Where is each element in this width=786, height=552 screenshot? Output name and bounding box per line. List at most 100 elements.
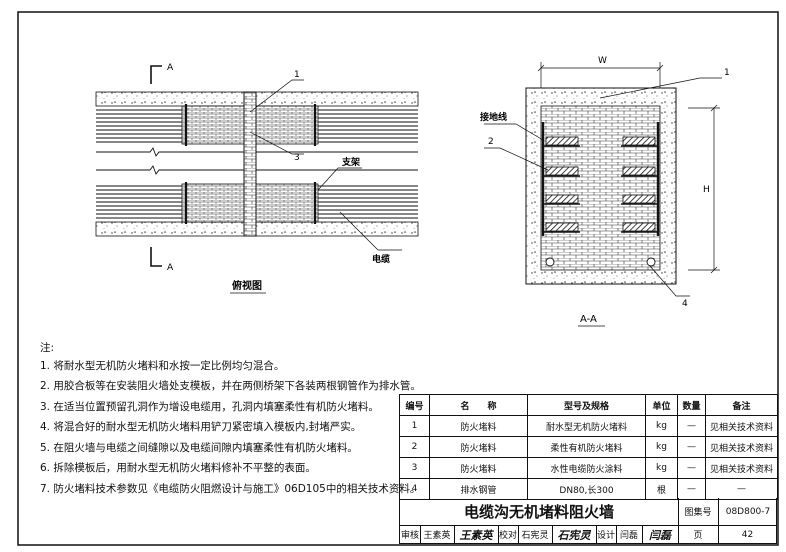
note-item-7: 7. 防火堵料技术参数见《电缆防火阻燃设计与施工》06D105中的相关技术资料。	[40, 483, 421, 496]
bom-cell-no: 3	[399, 457, 430, 479]
check-name: 石宪灵	[518, 526, 553, 543]
bom-header-qty: 数量	[677, 394, 706, 416]
sheet-border	[17, 11, 779, 546]
plan-view: A A	[95, 63, 419, 294]
bom-header-remark: 备注	[705, 394, 778, 416]
section-label-ground-wire: 接地线	[480, 111, 507, 123]
plan-callout-1: 1	[294, 70, 300, 80]
section-callout-4: 4	[682, 299, 688, 309]
bracket-posts	[184, 104, 317, 224]
bom-table: 编号 名 称 型号及规格 单位 数量 备注 1 防火堵料 耐水型无机防火堵料 k…	[399, 394, 778, 500]
drain-pipe-right	[646, 257, 656, 267]
bom-header-unit: 单位	[645, 394, 678, 416]
review-label: 审核	[400, 526, 421, 543]
title-block-row-main: 电缆沟无机堵料阻火墙 图集号 08D800-7	[399, 498, 777, 526]
section-view-title: A-A	[580, 314, 597, 325]
bom-cell-unit: kg	[645, 415, 678, 437]
note-item-5: 5. 在阻火墙与电缆之间缝隙以及电缆间隙内填塞柔性有机防火堵料。	[40, 441, 358, 454]
bom-cell-remark: 见相关技术资料	[705, 415, 778, 437]
bom-header-no: 编号	[399, 394, 430, 416]
design-name: 闫磊	[616, 526, 643, 543]
plan-view-title: 俯视图	[232, 279, 262, 292]
atlas-number: 08D800-7	[725, 506, 771, 517]
bom-cell-spec: 水性电缆防火涂料	[527, 457, 646, 479]
drawing-title: 电缆沟无机堵料阻火墙	[400, 498, 679, 525]
firestop-block-lower-left	[181, 183, 245, 223]
bom-cell-spec: DN80,长300	[527, 478, 646, 500]
section-leaders	[484, 77, 722, 297]
review-signature: 王素英	[454, 526, 499, 543]
bom-header-name: 名 称	[429, 394, 528, 416]
dimension-w-label: W	[598, 56, 607, 66]
trench-wall-lower	[95, 221, 419, 237]
section-marker-bottom-label: A	[167, 263, 174, 273]
page-number: 42	[741, 529, 754, 540]
title-block-row-signatures: 审核 王素英 王素英 校对 石宪灵 石宪灵 设计 闫磊 闫磊 页 42	[399, 526, 777, 544]
check-signature: 石宪灵	[552, 526, 597, 543]
bracket-right	[621, 122, 660, 236]
section-callout-2: 2	[488, 137, 494, 147]
bracket-left	[541, 122, 580, 236]
bom-cell-name: 防火堵料	[429, 457, 528, 479]
firestop-block-lower-right	[255, 183, 319, 223]
section-callout-1: 1	[724, 68, 730, 78]
bom-header-spec: 型号及规格	[527, 394, 646, 416]
firestop-block-upper-left	[181, 105, 245, 145]
bom-cell-remark: —	[705, 478, 778, 500]
bom-cell-name: 排水钢管	[429, 478, 528, 500]
bom-cell-qty: —	[677, 457, 706, 479]
bom-cell-remark: 见相关技术资料	[705, 457, 778, 479]
firestop-block-upper-right	[255, 105, 319, 145]
fire-wall-core	[243, 91, 257, 237]
bom-cell-qty: —	[677, 436, 706, 458]
section-marker-bottom	[150, 247, 162, 267]
note-item-4: 4. 将混合好的耐水型无机防火堵料用铲刀紧密填入模板内,封堵严实。	[40, 421, 362, 434]
bom-cell-spec: 耐水型无机防火堵料	[527, 415, 646, 437]
bom-cell-name: 防火堵料	[429, 436, 528, 458]
bom-cell-no: 2	[399, 436, 430, 458]
notes-block: 注: 1. 将耐水型无机防火堵料和水按一定比例均匀混合。 2. 用胶合板等在安装…	[40, 342, 421, 505]
note-item-2: 2. 用胶合板等在安装阻火墙处支模板，并在两侧桥架下各装两根钢管作为排水管。	[40, 380, 421, 393]
note-item-3: 3. 在适当位置预留孔洞作为增设电缆用，孔洞内填塞柔性有机防火堵料。	[40, 400, 379, 413]
bom-header-row: 编号 名 称 型号及规格 单位 数量 备注	[399, 394, 778, 416]
notes-heading: 注:	[40, 342, 55, 354]
bom-cell-no: 4	[399, 478, 430, 500]
design-signature: 闫磊	[642, 526, 679, 543]
section-view: W H	[480, 56, 730, 327]
plan-leaders	[249, 79, 402, 251]
dimension-h	[688, 104, 720, 274]
page-label: 页	[678, 526, 719, 543]
check-label: 校对	[498, 526, 519, 543]
bom-cell-qty: —	[677, 478, 706, 500]
dimension-h-label: H	[703, 185, 710, 195]
bom-cell-remark: 见相关技术资料	[705, 436, 778, 458]
bom-cell-unit: kg	[645, 457, 678, 479]
break-lines	[96, 147, 418, 175]
drain-pipe-left	[545, 257, 555, 267]
bom-cell-no: 1	[399, 415, 430, 437]
design-label: 设计	[596, 526, 617, 543]
title-block: 电缆沟无机堵料阻火墙 图集号 08D800-7 审核 王素英 王素英 校对 石宪…	[399, 498, 777, 544]
bom-cell-unit: kg	[645, 436, 678, 458]
bom-row: 2 防火堵料 柔性有机防火堵料 kg — 见相关技术资料	[399, 436, 778, 458]
atlas-label: 图集号	[678, 498, 719, 525]
bom-cell-unit: 根	[645, 478, 678, 500]
review-name: 王素英	[420, 526, 455, 543]
plan-callout-3: 3	[294, 153, 300, 163]
firestop-fill	[540, 105, 661, 271]
trench-wall-upper	[95, 91, 419, 107]
bom-row: 3 防火堵料 水性电缆防火涂料 kg — 见相关技术资料	[399, 457, 778, 479]
bom-row: 1 防火堵料 耐水型无机防火堵料 kg — 见相关技术资料	[399, 415, 778, 437]
bom-cell-qty: —	[677, 415, 706, 437]
plan-label-cable: 电缆	[372, 253, 390, 265]
bom-cell-name: 防火堵料	[429, 415, 528, 437]
note-item-1: 1. 将耐水型无机防火堵料和水按一定比例均匀混合。	[40, 359, 285, 372]
bom-cell-spec: 柔性有机防火堵料	[527, 436, 646, 458]
note-item-6: 6. 拆除模板后，用耐水型无机防火堵料修补不平整的表面。	[40, 462, 316, 475]
bom-row: 4 排水钢管 DN80,长300 根 — —	[399, 478, 778, 500]
section-marker-top-label: A	[167, 63, 174, 73]
section-marker-top	[150, 65, 162, 84]
dimension-w	[537, 62, 664, 88]
plan-label-bracket: 支架	[341, 156, 360, 168]
